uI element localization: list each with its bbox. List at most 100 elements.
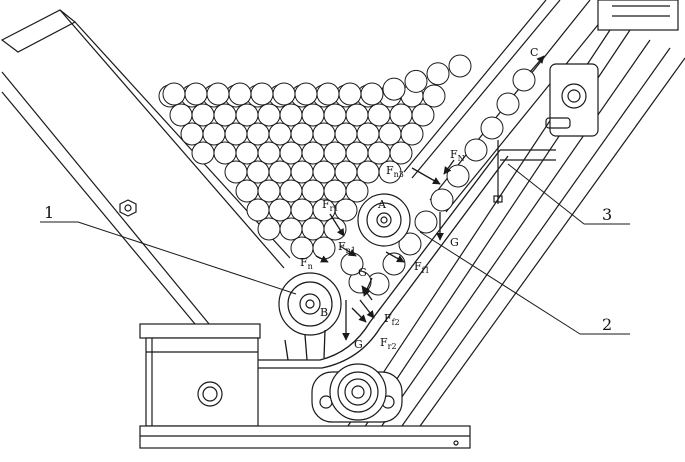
callout-2: 2 [602,315,612,334]
ball [257,217,281,241]
ball [224,122,248,146]
ball [279,103,303,127]
ball [312,122,336,146]
ball [382,77,406,101]
force-fn1-label: Fn1 [338,240,356,255]
ball [301,217,325,241]
ball [356,122,380,146]
ball [272,82,296,106]
ball [496,92,520,116]
ball [360,82,384,106]
ball [250,82,274,106]
ball [279,179,303,203]
left-hopper-wall [0,9,291,331]
ball [312,160,336,184]
ball [184,82,208,106]
ball [446,164,470,188]
ball [448,54,472,78]
gravity-label-2: G [358,266,367,279]
ball [206,82,230,106]
ball [334,160,358,184]
force-fn-label: Fn [300,256,313,271]
ball [294,82,318,106]
ball [389,103,413,127]
leader-lines [40,163,630,335]
ball [180,122,204,146]
ball [162,82,186,106]
ball [235,141,259,165]
ball [426,62,450,86]
ball [389,141,413,165]
ball [268,198,292,222]
ball [202,122,226,146]
roller-a [357,193,411,247]
gravity-label-1: G [450,236,459,249]
ball [191,103,215,127]
ball [323,141,347,165]
ball [246,122,270,146]
right-elevator-frame [339,0,685,441]
ball [279,217,303,241]
ball [345,103,369,127]
ball [400,122,424,146]
ball [367,103,391,127]
ball [246,160,270,184]
upper-sprocket [561,83,587,109]
force-ff2-label: Ff2 [384,312,400,327]
ball [404,69,428,93]
ball [430,188,454,212]
ball [512,68,536,92]
ball [480,116,504,140]
callout-3: 3 [602,205,612,224]
ball [378,122,402,146]
point-b-label: B [320,306,328,319]
ball [213,103,237,127]
ball [257,141,281,165]
force-fn-top-label: FN [450,148,465,163]
bolt-hex-nut [119,199,137,217]
force-fr2-label: Fr2 [380,336,397,351]
point-c-label: C [530,46,538,59]
force-arrows [315,55,545,341]
ball [235,179,259,203]
ball [246,198,270,222]
ball [224,160,248,184]
ball [398,232,422,256]
ball [290,160,314,184]
point-a-label: A [377,198,387,211]
force-fn3-label: Fn3 [386,164,404,179]
ball [191,141,215,165]
ball [316,82,340,106]
ball [464,138,488,162]
ball [338,82,362,106]
ball [378,160,402,184]
ball [169,103,193,127]
ball [301,179,325,203]
ball [367,141,391,165]
gravity-label-3: G [354,338,363,351]
ball [290,198,314,222]
ball [323,103,347,127]
ball [257,179,281,203]
conveyor-trough [258,149,509,369]
callout-1: 1 [44,203,54,222]
ball [301,103,325,127]
ball [257,103,281,127]
ball [301,141,325,165]
ball [228,82,252,106]
force-ff1-label: Ff1 [414,260,430,275]
ball [414,210,438,234]
ball [268,160,292,184]
ball [334,198,358,222]
ball [411,103,435,127]
ball [290,122,314,146]
elevator-belt-balls [340,68,536,296]
base-frame [139,323,471,449]
roller-b [278,272,342,336]
force-fr1-label: Fr1 [322,198,339,213]
ball [356,160,380,184]
ball [268,122,292,146]
ball [334,122,358,146]
ball [345,141,369,165]
